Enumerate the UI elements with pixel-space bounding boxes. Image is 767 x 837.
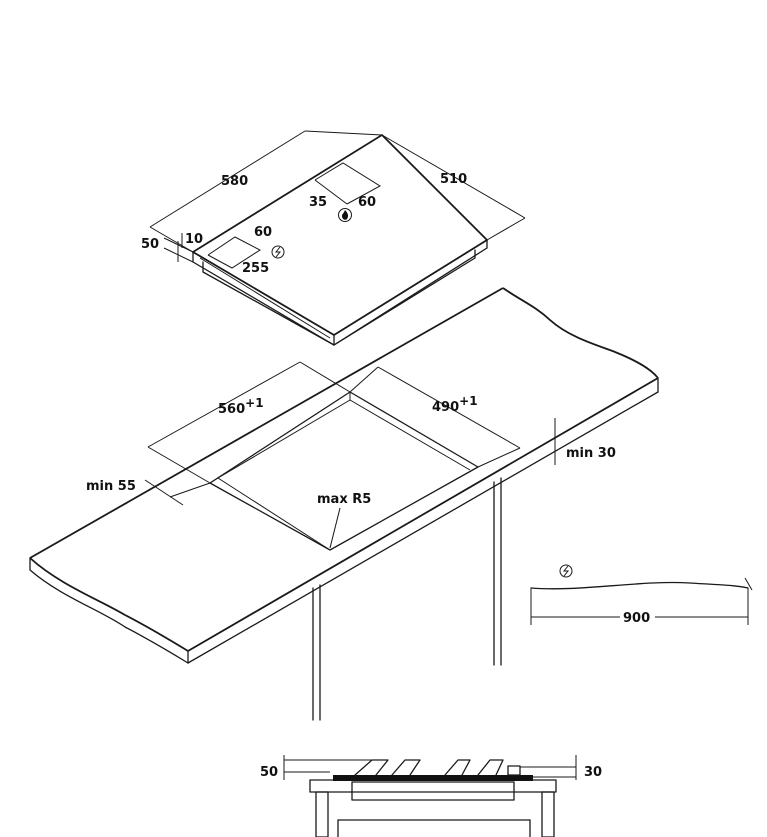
worktop-back-edge [29, 287, 504, 559]
hob-elec-h-label: 60 [254, 225, 272, 240]
hob-body-section [351, 781, 515, 801]
flame-circle-icon [338, 208, 352, 222]
lightning-circle-icon [271, 245, 285, 259]
cutout-front-margin-label: min 55 [86, 479, 136, 494]
electric-zone-outline [207, 236, 261, 269]
hob-glass-section [333, 775, 533, 781]
hob-gas-y-label: 60 [358, 195, 376, 210]
worktop-broken-edge-right [502, 287, 659, 379]
worktop-drawing [29, 287, 659, 721]
hob-underside [202, 261, 335, 346]
dim-line-490 [377, 366, 521, 449]
hob-height-label: 50 [141, 237, 159, 252]
cutout-depth-label: 490+1 [432, 394, 478, 415]
dim-line-510 [381, 134, 526, 219]
lightning-circle-icon [559, 564, 573, 578]
gas-zone-outline [314, 162, 381, 205]
hob-front-edge [192, 239, 488, 346]
worktop-thickness-label: min 30 [566, 446, 616, 461]
worktop-broken-edge-left [29, 557, 189, 652]
section-left-label: 50 [260, 765, 278, 780]
hob-gas-x-label: 35 [309, 195, 327, 210]
wall-height-drawing [530, 564, 753, 625]
hob-depth-label: 510 [440, 172, 467, 187]
hob-drawing [149, 130, 526, 346]
cutout-radius-label: max R5 [317, 492, 371, 507]
worktop-cutout [209, 391, 479, 551]
worktop-front-edge [187, 377, 659, 652]
hob-underside-right [333, 249, 476, 346]
section-drawing [283, 755, 577, 837]
section-right-label: 30 [584, 765, 602, 780]
wall-height-label: 900 [623, 611, 650, 626]
floor-line [530, 581, 749, 590]
hob-elec-w-label: 255 [242, 261, 269, 276]
hob-edge-label: 10 [185, 232, 203, 247]
cutout-width-label: 560+1 [218, 396, 264, 417]
dim-line-580 [149, 130, 306, 228]
dim-line-560 [147, 361, 301, 448]
hob-width-label: 580 [221, 174, 248, 189]
